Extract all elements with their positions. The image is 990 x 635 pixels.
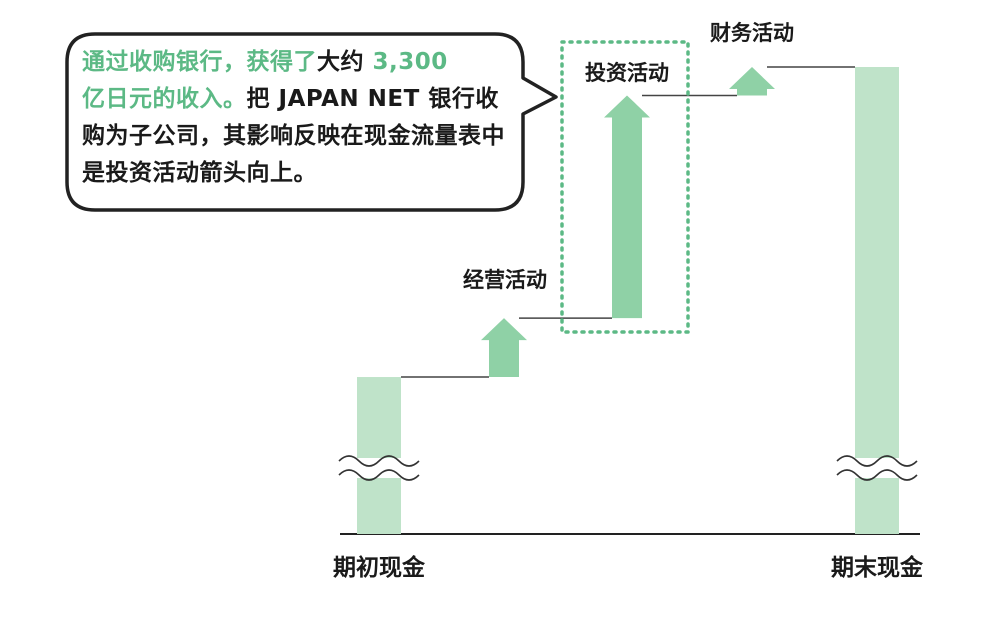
- axis-break-gap-closing: [837, 458, 917, 478]
- axis-break-wave-closing-0: [836, 455, 918, 467]
- x-tick-label-0: 期初现金: [333, 554, 426, 581]
- label-investing: 投资活动: [585, 61, 669, 85]
- bar-opening: [357, 377, 401, 534]
- highlight-box: [560, 40, 690, 334]
- bar-closing: [855, 67, 899, 534]
- label-financing: 财务活动: [710, 21, 794, 45]
- callout-text: 通过收购银行，获得了大约 3,300 亿日元的收入。把 JAPAN NET 银行收…: [82, 44, 522, 192]
- callout-highlight-text: 通过收购银行，获得了: [82, 49, 317, 75]
- axis-break-wave-opening-1: [338, 469, 420, 481]
- callout-highlight-amount: 3,300: [372, 49, 448, 75]
- callout-highlight-text-2: 亿日元的收入。: [82, 86, 247, 112]
- axis-break-gap-opening: [339, 458, 419, 478]
- axis-break-wave-opening-0: [338, 455, 420, 467]
- axis-break-wave-closing-1: [836, 469, 918, 481]
- arrow-operating: [481, 318, 527, 378]
- arrow-financing: [729, 67, 775, 96]
- callout-normal-text-2: 把 JAPAN NET 银行收购为子公司，其影响反映在现金流量表中是投资活动箭头…: [82, 86, 505, 186]
- x-tick-label-1: 期末现金: [831, 554, 924, 581]
- callout-bubble: [65, 32, 558, 212]
- callout-normal-text-1: 大约: [317, 49, 373, 75]
- arrow-investing: [604, 95, 650, 319]
- label-operating: 经营活动: [463, 268, 547, 292]
